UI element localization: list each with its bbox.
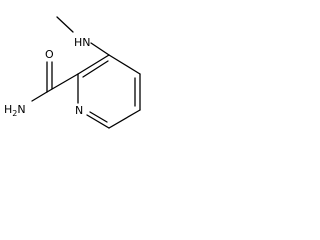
amide-nh2-label: H2N	[4, 103, 26, 118]
methyl-bond	[56, 16, 74, 33]
ring-bond-c6-n1	[86, 114, 110, 129]
carbonyl-oxygen-label: O	[45, 48, 54, 61]
ring-double-c2-c3	[82, 60, 109, 78]
ring-bond-c5-c6	[108, 109, 141, 129]
ring-double-c6-n1	[89, 111, 108, 123]
ring-bond-c2-c3	[77, 54, 110, 75]
amide-bond	[31, 91, 48, 102]
amine-ring-bond	[90, 42, 110, 56]
chemical-structure: HN N O H2N	[4, 16, 141, 129]
amine-nh-label: HN	[74, 36, 91, 49]
ring-nitrogen-label: N	[75, 104, 83, 117]
ring-bond-c3-c4	[108, 54, 141, 75]
